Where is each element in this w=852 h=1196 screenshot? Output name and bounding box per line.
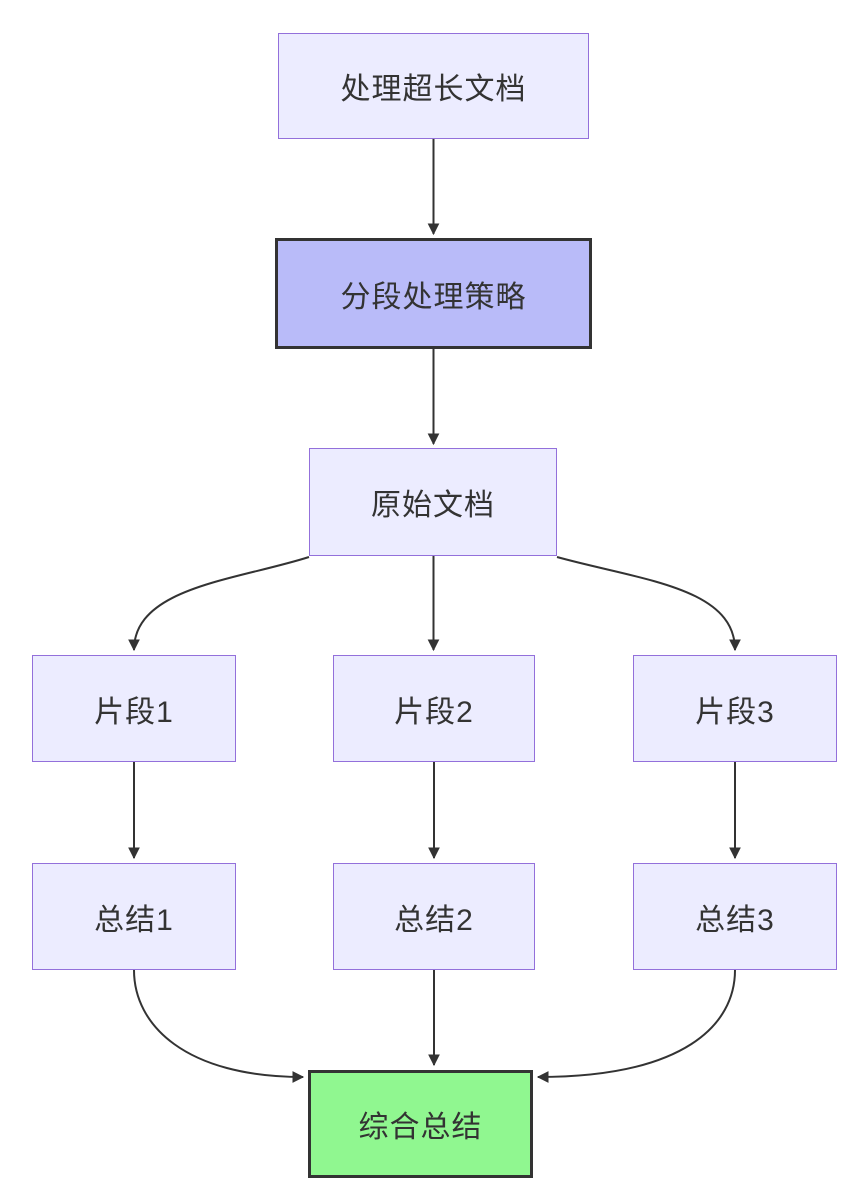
node-summary-2: 总结2	[333, 863, 535, 970]
node-fragment-1: 片段1	[32, 655, 236, 762]
edge-original-to-fragment1	[128, 556, 310, 652]
node-final-summary: 综合总结	[308, 1070, 533, 1178]
edge-summary3-to-final	[536, 969, 736, 1083]
edge-original-to-fragment3	[556, 556, 741, 652]
node-segmentation-strategy: 分段处理策略	[275, 238, 592, 349]
node-process-long-doc: 处理超长文档	[278, 33, 589, 139]
node-summary-1: 总结1	[32, 863, 236, 970]
edge-summary1-to-final	[133, 969, 305, 1083]
node-original-doc: 原始文档	[309, 448, 557, 556]
node-fragment-3: 片段3	[633, 655, 837, 762]
node-summary-3: 总结3	[633, 863, 837, 970]
node-fragment-2: 片段2	[333, 655, 535, 762]
